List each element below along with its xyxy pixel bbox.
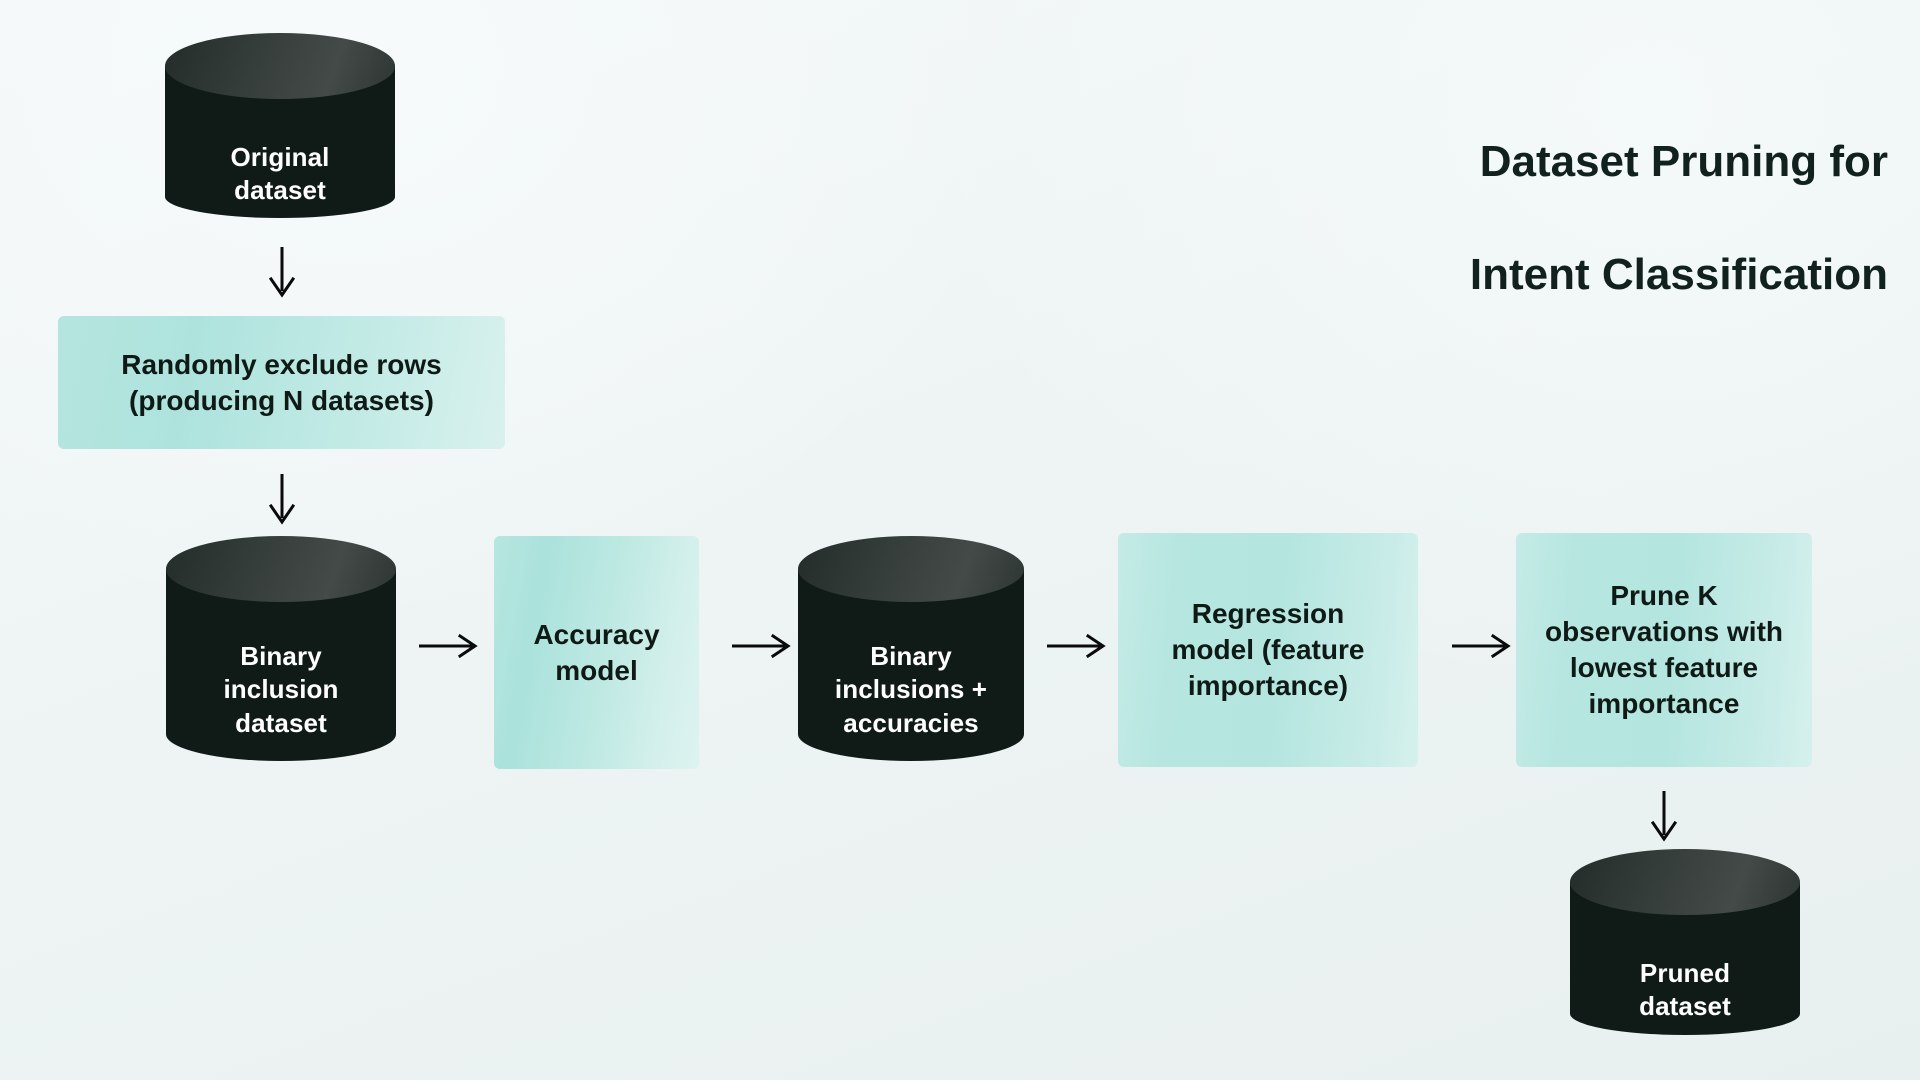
node-randomly-exclude-rows-label: Randomly exclude rows (producing N datas… (121, 348, 442, 416)
node-pruned-dataset-label: Pruned dataset (1639, 958, 1731, 1022)
node-prune-k-observations-label: Prune K observations with lowest feature… (1544, 580, 1784, 719)
node-accuracy-model[interactable]: Accuracy model (494, 536, 699, 769)
node-randomly-exclude-rows[interactable]: Randomly exclude rows (producing N datas… (58, 316, 505, 449)
cylinder-top-ellipse (165, 33, 395, 99)
page-title: Dataset Pruning for Intent Classificatio… (1068, 78, 1888, 360)
arrow-right-binary-inclusion-to-accuracy-model (417, 633, 479, 659)
node-binary-inclusions-accuracies[interactable]: Binary inclusions + accuracies (798, 536, 1024, 761)
node-regression-model[interactable]: Regression model (feature importance) (1118, 533, 1418, 767)
page-title-line-1: Dataset Pruning for (1479, 137, 1888, 187)
cylinder-top-ellipse (798, 536, 1024, 602)
node-pruned-dataset[interactable]: Pruned dataset (1570, 849, 1800, 1035)
node-original-dataset[interactable]: Original dataset (165, 33, 395, 218)
node-binary-inclusions-accuracies-label: Binary inclusions + accuracies (834, 641, 988, 738)
arrow-right-accuracy-model-to-inclusions-accuracies (730, 633, 792, 659)
arrow-down-exclude-to-binary-inclusion (265, 472, 299, 527)
cylinder-top-ellipse (1570, 849, 1800, 915)
cylinder-top-ellipse (166, 536, 396, 602)
node-prune-k-observations[interactable]: Prune K observations with lowest feature… (1516, 533, 1812, 767)
node-accuracy-model-label: Accuracy model (533, 618, 660, 686)
arrow-right-inclusions-accuracies-to-regression-model (1045, 633, 1107, 659)
arrow-right-regression-model-to-prune-k (1450, 633, 1512, 659)
node-regression-model-label: Regression model (feature importance) (1171, 598, 1365, 701)
node-binary-inclusion-dataset[interactable]: Binary inclusion dataset (166, 536, 396, 761)
node-binary-inclusion-dataset-label: Binary inclusion dataset (223, 641, 339, 738)
arrow-down-original-to-exclude (265, 245, 299, 300)
page-title-line-2: Intent Classification (1469, 249, 1888, 299)
arrow-down-prune-k-to-pruned-dataset (1647, 789, 1681, 844)
node-original-dataset-label: Original dataset (230, 142, 330, 206)
